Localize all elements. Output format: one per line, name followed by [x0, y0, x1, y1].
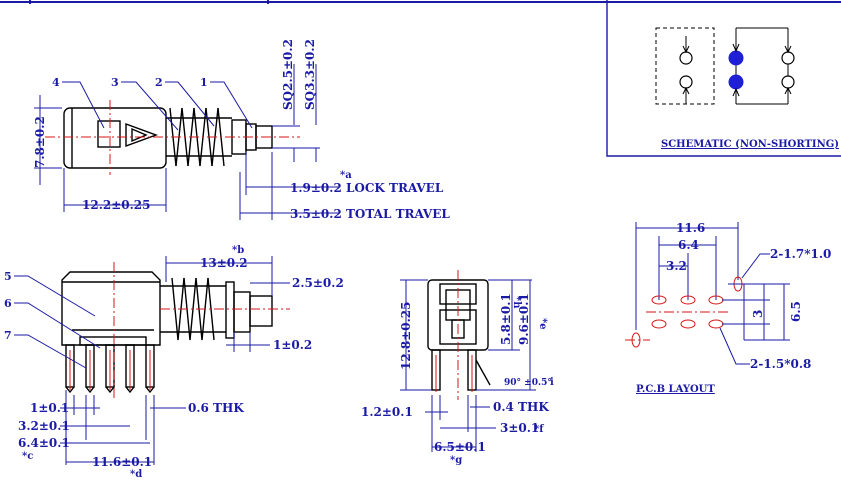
- dim-outer-pitch: 6.4±0.1: [18, 436, 70, 450]
- contact-right-top: [781, 51, 795, 65]
- pcb-hole: [708, 319, 724, 329]
- contact-mid-bottom: [728, 74, 744, 90]
- dim-end-angle: 90° ±0.5°: [504, 378, 552, 388]
- pcb-layout-title: P.C.B LAYOUT: [636, 384, 715, 395]
- frame-border: [0, 0, 841, 4]
- mark-c: *c: [22, 451, 33, 462]
- pcb-pitch-inner: 3.2: [666, 259, 687, 273]
- dim-top-length: 12.2±0.25: [82, 198, 151, 212]
- schematic-title: SCHEMATIC (NON-SHORTING): [661, 139, 839, 150]
- callout-5: 5: [4, 270, 12, 283]
- contact-left-top: [679, 51, 693, 65]
- mark-a: *a: [340, 170, 352, 181]
- dim-end-span: 6.5±0.1: [434, 440, 486, 454]
- dim-end-inner: 5.8±0.1: [499, 293, 513, 345]
- dim-end-terminal-width: 1.2±0.1: [361, 405, 413, 419]
- pcb-pitch-outer: 6.4: [678, 238, 699, 252]
- dim-end-mid: 9.6±0.1: [517, 293, 531, 345]
- dim-end-thk: 0.4 THK: [493, 400, 549, 414]
- dim-pin-span: 11.6±0.1: [92, 455, 152, 469]
- pcb-pitch-y: 3: [751, 310, 765, 318]
- pcb-layout: 11.6 6.4 3.2 3 6.5 2-1.7*1.0 2-1.5*0.8 P…: [625, 221, 831, 395]
- dim-total-travel: 3.5±0.2 TOTAL TRAVEL: [290, 207, 450, 221]
- callout-4: 4: [52, 76, 60, 89]
- dim-side-shaft: 2.5±0.2: [292, 276, 344, 290]
- dim-side-length: 13±0.2: [200, 256, 248, 270]
- callout-2: 2: [155, 76, 163, 89]
- dim-sq-large: SQ3.3±0.2: [303, 39, 317, 110]
- callout-3: 3: [111, 76, 119, 89]
- dim-side-gap: 1±0.2: [273, 338, 312, 352]
- dim-top-height: 7.8±0.2: [33, 116, 47, 168]
- end-view: 12.8±0.25 *h 5.8±0.1 9.6±0.1 *e 90° ±0.5…: [361, 270, 554, 466]
- dim-pin-pitch: 3.2±0.1: [18, 419, 70, 433]
- mark-f: *f: [534, 424, 544, 435]
- contact-right-bottom: [781, 75, 795, 89]
- dim-sq-small: SQ2.5±0.2: [281, 39, 295, 110]
- dim-pin-width: 1±0.1: [30, 401, 69, 415]
- pcb-pin-hole-label: 2-1.5*0.8: [750, 357, 811, 371]
- contact-mid-top: [728, 50, 744, 66]
- mark-b: *b: [232, 245, 244, 256]
- mark-e: *e: [537, 318, 548, 330]
- dim-end-height: 12.8±0.25: [399, 301, 413, 370]
- pcb-span-y: 6.5: [789, 301, 803, 322]
- mark-h: *h: [511, 296, 522, 309]
- callout-6: 6: [4, 297, 12, 310]
- pcb-hole: [651, 319, 667, 329]
- dim-end-pitch: 3±0.1: [500, 421, 539, 435]
- dim-side-thk: 0.6 THK: [188, 401, 244, 415]
- mark-g: *g: [450, 455, 462, 466]
- callout-1: 1: [200, 76, 208, 89]
- dim-lock-travel: 1.9±0.2 LOCK TRAVEL: [290, 181, 444, 195]
- callout-7: 7: [4, 329, 12, 342]
- side-view: 5 6 7 *b 13±0.2 2.5±0.2 1±0.2 1±0.1 3.2±…: [4, 245, 344, 480]
- pcb-span-x: 11.6: [676, 221, 705, 235]
- schematic-panel: SCHEMATIC (NON-SHORTING): [606, 0, 841, 157]
- mark-d: *d: [130, 469, 142, 480]
- pcb-hole: [680, 295, 696, 305]
- pcb-mount-hole-label: 2-1.7*1.0: [770, 247, 831, 261]
- contact-left-bottom: [679, 75, 693, 89]
- mark-i: i: [550, 377, 554, 388]
- top-view: 4 3 2 1 7.8±0.2 SQ2.5±0.2 SQ3.3±0.2 *a 1…: [33, 39, 450, 221]
- pcb-hole: [651, 295, 667, 305]
- pcb-hole: [680, 319, 696, 329]
